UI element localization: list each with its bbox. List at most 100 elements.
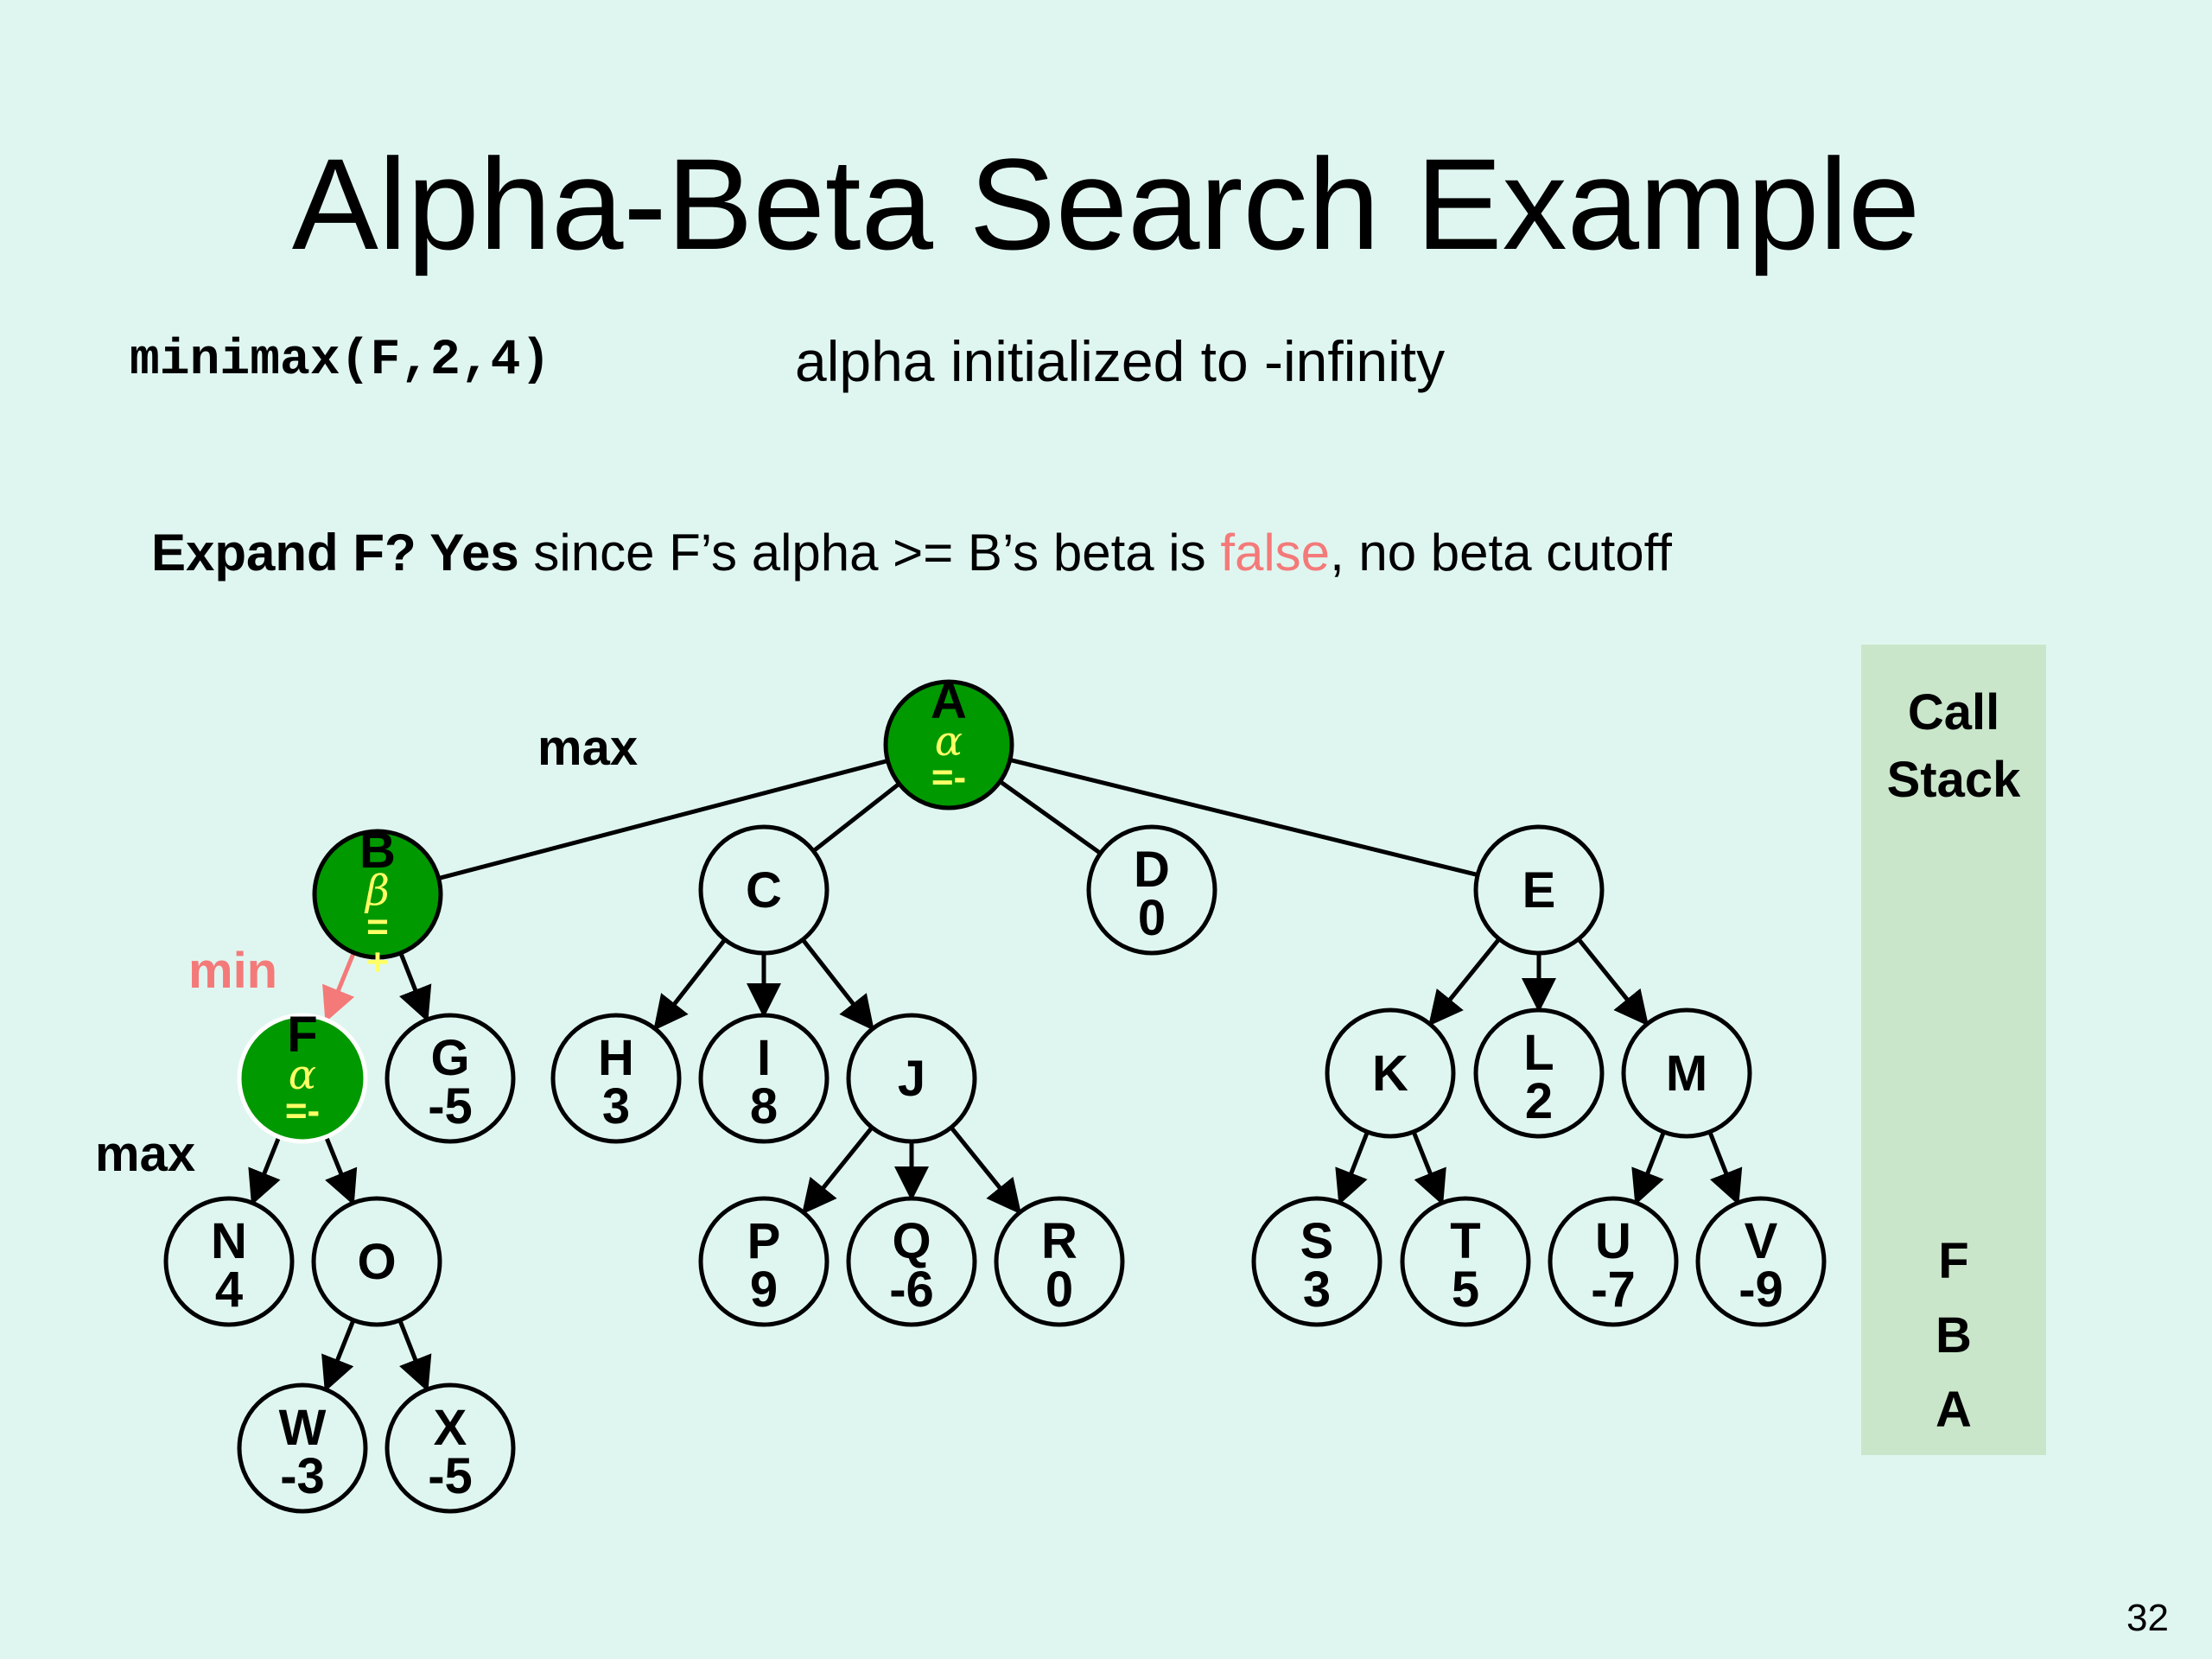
tree-node-L: L2 [1473, 1007, 1605, 1139]
node-annotation-value: =- [285, 1090, 320, 1132]
expand-explanation: Expand F? Yes since F’s alpha >= B’s bet… [151, 523, 1672, 582]
node-annotation: α [935, 717, 963, 766]
node-label: O [357, 1234, 396, 1290]
page-number: 32 [2126, 1597, 2169, 1639]
node-label: V [1745, 1213, 1778, 1269]
node-value: -5 [428, 1078, 473, 1135]
node-label: F [287, 1007, 317, 1063]
tree-edge-M-U [1631, 1131, 1666, 1205]
node-value: 3 [1303, 1262, 1331, 1318]
tree-node-M: M [1621, 1007, 1752, 1139]
node-value: -7 [1591, 1262, 1636, 1318]
node-circle [846, 1196, 977, 1327]
call-stack-item: B [1936, 1307, 1972, 1363]
tree-edge-E-K [1428, 938, 1501, 1027]
tree-node-U: U-7 [1548, 1196, 1679, 1327]
call-stack-title-line1: Call [1907, 684, 2000, 741]
node-label: L [1523, 1025, 1554, 1081]
node-circle [163, 1196, 295, 1327]
tree-node-T: T5 [1400, 1196, 1531, 1327]
node-circle [994, 1196, 1125, 1327]
level-label-max-bottom: max [95, 1126, 196, 1182]
tree-edge-O-X [397, 1319, 432, 1392]
node-annotation-value: = [366, 906, 389, 948]
tree-node-Q: Q-6 [846, 1196, 977, 1327]
tree-edge-C-H [653, 938, 727, 1031]
node-circle [1251, 1196, 1382, 1327]
node-label: B [359, 823, 396, 879]
level-label-max-top: max [537, 720, 639, 776]
expand-answer: Expand F? Yes [151, 524, 519, 582]
tree-node-W: W-3 [237, 1382, 368, 1514]
tree-edge-A-E [1009, 758, 1477, 877]
node-label: E [1522, 862, 1556, 918]
tree-node-H: H3 [550, 1013, 682, 1144]
node-circle [385, 1013, 516, 1144]
tree-edge-K-S [1335, 1131, 1370, 1205]
node-circle [237, 1013, 368, 1144]
tree-node-A: Aα=- [883, 673, 1014, 810]
node-circle [1473, 824, 1605, 956]
level-label-min: min [188, 943, 278, 999]
node-value: -9 [1738, 1262, 1783, 1318]
node-label: M [1666, 1046, 1707, 1102]
slide-title: Alpha-Beta Search Example [291, 131, 1921, 276]
tree-node-B: Bβ=+ [312, 823, 443, 983]
node-circle [698, 1196, 830, 1327]
tree-edge-A-B [439, 759, 889, 880]
tree-node-D: D0 [1086, 824, 1217, 956]
node-circle [1473, 1007, 1605, 1139]
node-label: A [931, 673, 967, 729]
node-circle [1548, 1196, 1679, 1327]
node-value: -5 [428, 1448, 473, 1504]
node-circle [698, 824, 830, 956]
tree-edge-A-D [998, 779, 1101, 855]
node-label: G [430, 1030, 469, 1086]
tree-edge-M-V [1707, 1130, 1743, 1205]
node-value: -6 [889, 1262, 934, 1318]
node-label: T [1450, 1213, 1480, 1269]
node-circle [312, 829, 443, 960]
node-circle [311, 1196, 442, 1327]
tree-edge-K-T [1411, 1130, 1446, 1205]
call-stack-item: F [1938, 1233, 1969, 1289]
node-circle [1086, 824, 1217, 956]
node-label: D [1134, 842, 1170, 898]
node-value: 4 [215, 1262, 243, 1318]
tree-node-V: V-9 [1695, 1196, 1827, 1327]
node-circle [1621, 1007, 1752, 1139]
node-label: H [598, 1030, 634, 1086]
tree-node-K: K [1325, 1007, 1456, 1139]
node-label: N [211, 1213, 247, 1269]
node-label: S [1300, 1213, 1334, 1269]
tree-node-P: P9 [698, 1196, 830, 1327]
tree-edge-O-W [321, 1319, 356, 1392]
tree-edge-B-G [398, 951, 432, 1022]
tree-edge-J-P [801, 1126, 874, 1215]
node-circle [550, 1013, 682, 1144]
node-label: P [747, 1213, 781, 1269]
expand-text-1: since F’s alpha >= B’s beta is [518, 524, 1221, 582]
node-label: Q [892, 1213, 931, 1269]
node-label: I [757, 1030, 771, 1086]
alpha-note: alpha initialized to -infinity [795, 329, 1446, 393]
tree-node-F: Fα=- [237, 1007, 368, 1144]
node-annotation: β [364, 867, 390, 915]
node-circle [385, 1382, 516, 1514]
node-label: J [898, 1051, 925, 1107]
call-stack-item: A [1936, 1382, 1972, 1438]
node-value: -3 [280, 1448, 325, 1504]
node-value: 9 [750, 1262, 778, 1318]
tree-node-O: O [311, 1196, 442, 1327]
tree-node-G: G-5 [385, 1013, 516, 1144]
expand-false: false [1220, 524, 1331, 582]
call-stack-panel: Call Stack F B A [1861, 645, 2046, 1455]
node-circle [1325, 1007, 1456, 1139]
expand-text-2: , no beta cutoff [1330, 524, 1672, 582]
node-circle [846, 1013, 977, 1144]
tree-edge-E-M [1576, 938, 1649, 1027]
tree-edge-J-R [949, 1126, 1022, 1215]
tree-node-R: R0 [994, 1196, 1125, 1327]
node-value: 0 [1046, 1262, 1073, 1318]
